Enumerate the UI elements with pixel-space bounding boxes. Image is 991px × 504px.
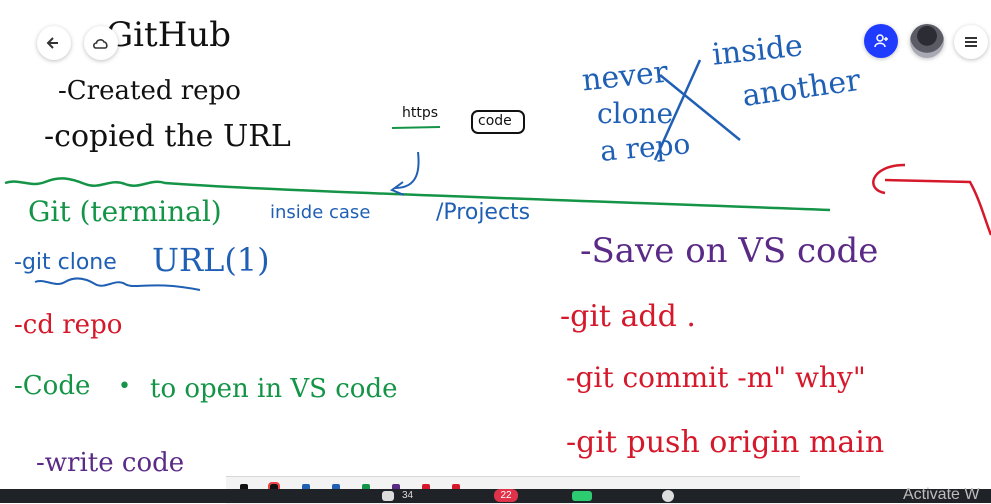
github-title: GitHub [106,15,232,55]
git-commit-note: -git commit -m" why" [566,361,866,394]
tool-pen-selected[interactable] [268,482,280,494]
tool-black[interactable] [240,484,248,492]
notification-badge: 22 [494,489,518,502]
invite-user-button[interactable] [864,24,898,58]
tool-purple[interactable] [392,484,400,492]
red-bracket-stroke [872,163,991,236]
blue-arrow [389,151,420,196]
blue-cross-line-1 [653,59,702,161]
created-repo-note: -Created repo [58,76,241,106]
save-vs-code-heading: -Save on VS code [580,231,879,271]
cd-repo-note: -cd repo [14,310,123,340]
inside-case-note: inside case [270,202,371,223]
participants-icon[interactable] [382,491,394,501]
https-label: https [402,105,439,121]
note-clone: clone [597,97,674,130]
tool-green[interactable] [362,484,370,492]
user-avatar[interactable] [910,24,944,58]
menu-button[interactable] [954,25,988,59]
note-never: never [580,54,670,99]
cloud-sync-button[interactable] [84,26,118,60]
code-box-label: code [478,113,512,129]
blue-squiggle-underline [34,277,201,291]
projects-note: /Projects [436,200,531,225]
bullet-dot: • [118,374,131,399]
back-button[interactable] [37,26,71,60]
copied-url-note: -copied the URL [44,119,291,154]
chat-icon[interactable] [572,491,592,501]
tool-red[interactable] [422,484,430,492]
tool-blue[interactable] [302,484,310,492]
to-open-vs-code-note: to open in VS code [150,374,398,404]
tool-blue-2[interactable] [332,484,340,492]
green-wavy-divider [4,177,831,212]
participants-count: 34 [402,490,414,501]
url-1-note: URL(1) [152,241,270,279]
git-clone-note: -git clone [14,250,117,275]
git-terminal-heading: Git (terminal) [28,195,222,228]
note-a-repo: a repo [598,127,692,168]
git-add-note: -git add . [560,299,696,334]
tool-red-2[interactable] [452,484,460,492]
blue-cross-line-2 [659,74,741,141]
write-code-note: -write code [36,448,185,478]
activate-windows-watermark: Activate W [903,486,980,503]
git-push-note: -git push origin main [566,425,885,460]
green-underline-https [391,126,441,129]
smiley-icon[interactable] [662,490,674,502]
cloud-icon [93,39,108,49]
hamburger-menu-icon [965,37,977,47]
code-note: -Code [14,371,91,401]
code-box-outline [471,110,525,134]
add-user-icon [874,34,888,48]
arrow-left-icon [46,37,58,49]
